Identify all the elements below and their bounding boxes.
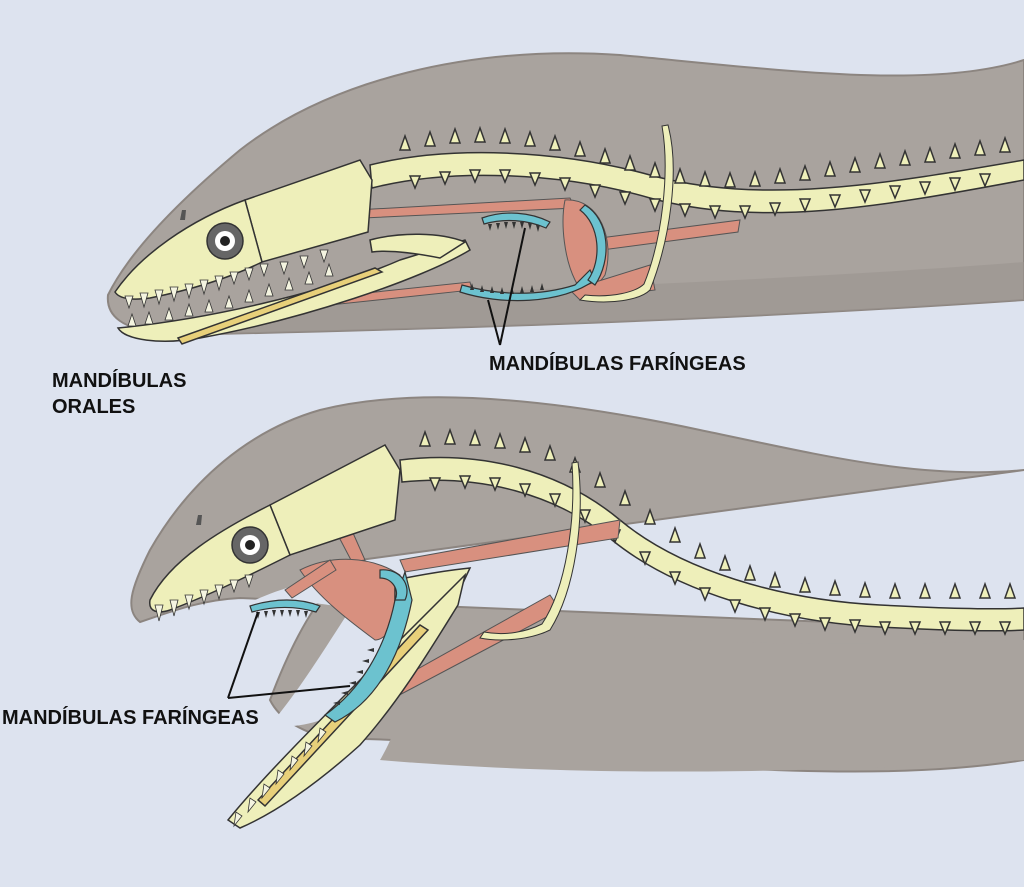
- protractor-muscle: [284, 559, 337, 599]
- pharyngeal-teeth-top: [470, 222, 544, 294]
- haemal-spines-bottom: [428, 475, 1012, 636]
- pharyngeal-jaws-label-bottom: MANDÍBULAS FARÍNGEAS: [2, 707, 259, 729]
- pharyngeal-jaw-brace: [379, 569, 408, 601]
- retractor-muscle-long: [399, 519, 621, 573]
- suspensorium: [369, 233, 467, 259]
- lower-jaw: [116, 239, 471, 342]
- pointer-lines-top: [487, 227, 526, 346]
- pharyngeal-teeth-bottom: [256, 610, 374, 705]
- pectoral-girdle-top: [578, 124, 674, 303]
- pharyngeal-jaw-upper: [249, 599, 321, 613]
- spine-top: [369, 125, 1024, 220]
- pharyngeal-jaws-label-top: MANDÍBULAS FARÍNGEAS: [489, 353, 746, 375]
- eel-open-jaws: [130, 396, 1024, 829]
- haemal-spines-top: [408, 169, 992, 220]
- eye-top: [206, 222, 244, 260]
- muscles-top: [299, 197, 741, 309]
- neural-spines-bottom: [418, 427, 1017, 599]
- pharyngeal-jaw-brace: [579, 204, 607, 286]
- eel-closed-jaws: [106, 52, 1024, 346]
- pharyngeal-jaw-upper: [481, 212, 551, 229]
- oral-teeth-bottom: [154, 574, 327, 828]
- nostril-bottom: [196, 515, 202, 525]
- pointer-lines-bottom: [227, 611, 351, 699]
- hyoid-bar: [176, 267, 384, 345]
- pectoral-girdle-bottom: [479, 461, 581, 641]
- oral-jaws-label-line1: MANDÍBULAS: [52, 370, 187, 392]
- pharyngeal-jaws-bottom: [249, 569, 413, 723]
- muscles-bottom: [284, 514, 621, 701]
- neural-spines-top: [398, 125, 1012, 188]
- oral-teeth-top: [124, 249, 334, 327]
- throat-skin: [360, 560, 1024, 772]
- oral-jaws-label: MANDÍBULAS ORALES: [52, 368, 186, 420]
- nostril-top: [180, 210, 186, 220]
- oral-jaws-label-line2: ORALES: [52, 396, 136, 418]
- eye-bottom: [231, 526, 269, 564]
